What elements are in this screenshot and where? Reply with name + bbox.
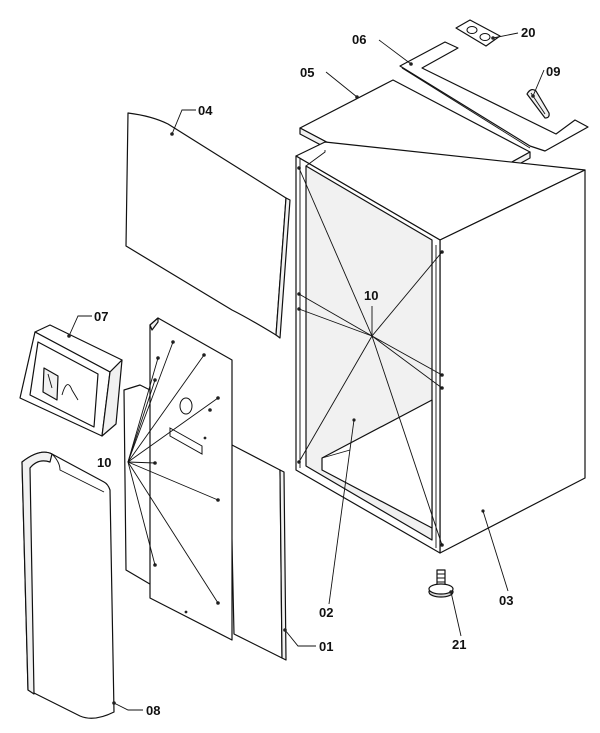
callout-labels: 04 05 06 20 09 07 10 10 08 01 02 03 21	[94, 25, 560, 718]
callout-07: 07	[94, 309, 108, 324]
part-21-foot	[428, 569, 454, 598]
callout-02: 02	[319, 605, 333, 620]
callout-01: 01	[319, 639, 333, 654]
front-mount-board	[149, 317, 233, 641]
callout-04: 04	[198, 103, 213, 118]
part-20-gasket	[455, 19, 501, 47]
callout-20: 20	[521, 25, 535, 40]
callout-10-right: 10	[364, 288, 378, 303]
leader-lines	[67, 32, 545, 711]
callout-05: 05	[300, 65, 314, 80]
part-06-top-strip	[399, 41, 589, 152]
part-03-housing	[295, 141, 586, 554]
callout-03: 03	[499, 593, 513, 608]
callout-08: 08	[146, 703, 160, 718]
part-07-control-box	[19, 324, 123, 437]
part-09-clip	[526, 88, 550, 119]
callout-10-left: 10	[97, 455, 111, 470]
part-08-front-lower-panel	[21, 451, 115, 719]
callout-06: 06	[352, 32, 366, 47]
callout-09: 09	[546, 64, 560, 79]
part-04-front-upper-panel	[125, 112, 291, 339]
callout-21: 21	[452, 637, 466, 652]
